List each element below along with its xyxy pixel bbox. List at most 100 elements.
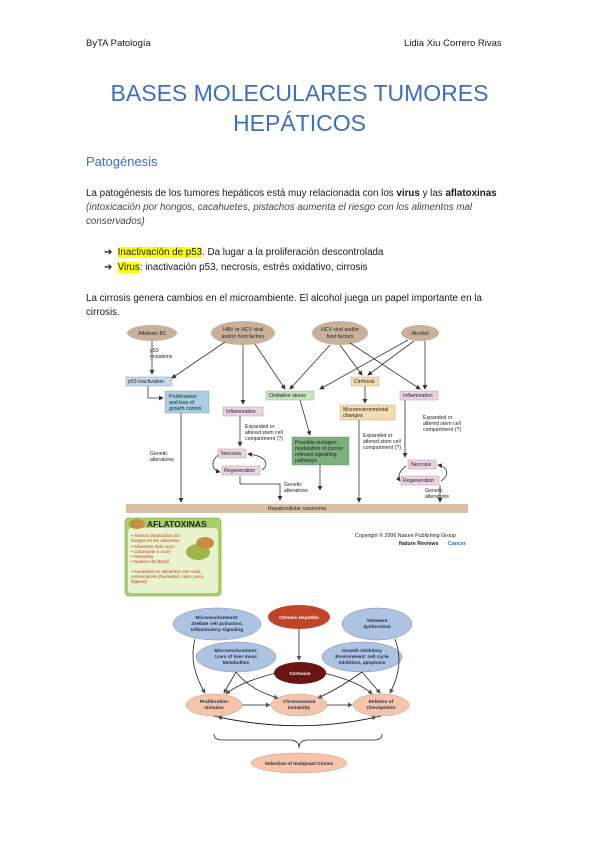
expanded-1b: altered stem cell [245,430,283,436]
copyright-text: Copyright © 2006 Nature Publishing Group [355,532,456,539]
p53-mutations-2: mutations [150,354,173,360]
genetic-alterations-2a: Genetic [284,482,302,488]
header-right: Lidia Xiu Correro Rivas [404,38,502,49]
microenv-1: Microenvironmental [343,407,388,413]
inflammation-box-1 [222,406,264,417]
expanded-1c: compartment (?) [245,436,283,442]
chromo-2: instability [288,705,311,711]
selection-node [250,752,348,774]
expanded-2c: compartment (?) [363,445,401,451]
chromo-1: Chromosomal [283,699,315,705]
micro2-1: Microenvironment: [214,648,258,654]
proliferation-box [164,390,210,414]
micro1-2: Stellate cell activation, [191,621,243,627]
hbv-node [211,321,275,345]
journal-section: Cancer [448,541,466,547]
header-left: ByTA Patología [86,38,151,49]
inflammation-label-2: Inflammation [403,393,433,399]
proliferation-3: growth control [169,406,202,412]
possible-3: relevant signalling [295,452,337,458]
hcv-label-2: host factors [327,334,354,340]
deletion-2: Checkpoints [367,705,396,711]
nut-icon [196,537,214,549]
possible-1: Possible mutagen; [295,440,338,446]
regeneration-label-2: Regeneration [403,478,434,484]
necrosis-label-1: Necrosis [221,451,242,457]
cirrhosis-paragraph: La cirrosis genera cambios en el microam… [86,293,482,318]
cirrhosis-label-2: Cirrhosis [289,671,310,677]
card-item-2: hongos en los alimentos [131,538,180,543]
card-item-3: • Alimentos más ricos: [131,544,176,549]
microenv-2: changes [343,413,363,419]
hcc-bar [126,504,468,513]
intro-italic: (intoxicación por hongos, cacahuetes, pi… [86,202,473,227]
growth-1: Growth inhibitory [342,648,382,654]
card-warn-3: higiene) [131,579,148,584]
title-line-2: HEPÁTICOS [233,110,366,136]
bullet-virus: ➔ Virus: inactivación p53, necrosis, est… [104,261,367,275]
journal-name: Nature Reviews [399,541,439,547]
chronic-hepatitis-label: Chronic Hepatitis [279,615,319,621]
micro2-2: Loss of liver mass [215,654,257,660]
arrow-icon: ➔ [104,262,113,273]
intro-text-2: y las [419,188,446,199]
card-warn-2: conservación (humedad, calor, poca [131,574,204,579]
intro-virus: virus [396,188,420,199]
oxidative-stress-box [265,390,315,401]
deletion-1: Deletion of [369,699,394,705]
card-item-4: • Cacahuete o maní [131,549,171,554]
arrow-icon: ➔ [104,247,113,258]
intro-aflatoxinas: aflatoxinas [445,188,497,199]
cirrhosis-node [274,662,326,684]
hcc-label: Hepatocellular carcinoma [268,506,327,512]
card-item-5: • Pistachos [131,554,154,559]
possible-mutagen-box [291,436,350,466]
proliferation-1: Proliferation [169,394,197,400]
proliferation-2: and loss of [169,400,195,406]
peanut-icon [129,519,145,529]
micro2-3: Metabolites [223,660,250,666]
bullet-virus-text: : inactivación p53, necrosis, estrés oxi… [139,262,368,273]
bullet-p53-text: . Da lugar a la proliferación descontrol… [202,247,384,258]
expanded-3c: compartment (?) [423,427,461,433]
genetic-alterations-3b: alterations [425,494,449,500]
prolif-1: Proliferation [200,699,228,705]
alcohol-node [401,325,439,341]
genetic-alterations-3a: Genetic [425,488,443,494]
alcohol-label: Alcohol [411,331,428,337]
page-title: BASES MOLECULARES TUMORES HEPÁTICOS [60,78,539,138]
expanded-3a: Expanded or [423,415,453,421]
selection-label: Selection of malignant Clones [265,761,334,767]
micro1-3: Inflammatory signaling [191,627,244,633]
growth-2: Environment: cell cycle [335,654,389,660]
deletion-node [352,693,410,717]
section-heading: Patogénesis [86,154,158,169]
card-item-1: • Toxinas producidas por [131,533,181,538]
expanded-2b: altered stem cell [363,439,401,445]
card-warn-1: • Aumentan en alimentos con mala [131,569,201,574]
hcv-node [312,321,368,345]
bullet-p53: ➔ Inactivación de p53. Da lugar a la pro… [104,246,383,260]
cirrhosis-label: Cirrhosis [354,379,375,385]
expanded-2a: Expanded or [363,433,393,439]
telomere-node [341,607,413,641]
title-line-1: BASES MOLECULARES TUMORES [110,80,489,106]
prolif-2: stimulus [204,705,224,711]
necrosis-box-1 [217,448,247,459]
genetic-alterations-1b: alterations [150,457,174,463]
genetic-alterations-2b: alterations [284,488,308,494]
p53-inactivation-box [125,376,173,387]
telomere-2: dysfunction [363,624,390,630]
micro1-node [172,607,262,641]
prolif-node [185,693,243,717]
chronic-hepatitis-node [268,605,330,629]
inflammation-label-1: Inflammation [226,409,256,415]
p53-mutations-1: p53 [150,348,159,354]
hcv-label-1: HCV viral and/or [321,327,359,333]
expanded-3b: altered stem cell [423,421,461,427]
bullet-p53-highlight: Inactivación de p53 [117,247,203,258]
genetic-alterations-1a: Genetic [150,451,168,457]
